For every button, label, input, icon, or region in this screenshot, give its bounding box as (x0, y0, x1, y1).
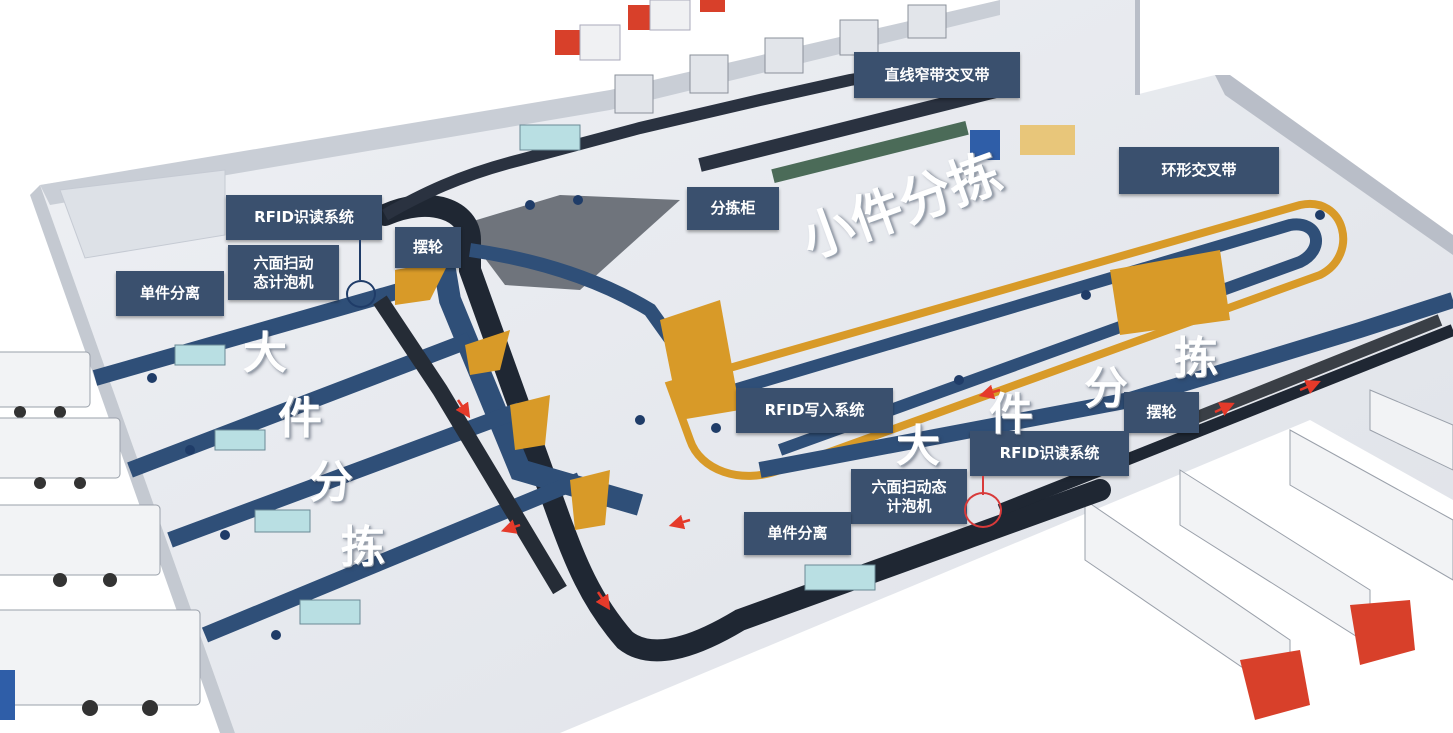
sorting-area-floor (460, 195, 680, 290)
belt-direction-arrows (455, 380, 1321, 611)
truck-left-4 (0, 609, 201, 720)
truck-right-1 (1084, 499, 1310, 720)
right-wall (1135, 0, 1140, 95)
office-room (59, 169, 226, 259)
truck-right-2 (1179, 469, 1415, 665)
left-dock-edge (30, 185, 235, 733)
trucks-right (1084, 389, 1453, 720)
truck-left-2 (0, 417, 121, 489)
truck-left-3 (0, 504, 161, 587)
rfid-marker-left (346, 280, 376, 308)
linear-crossbelt (698, 83, 1002, 172)
top-incoming-conveyor (382, 54, 981, 221)
right-wall-2 (1215, 75, 1453, 255)
loop-crossbelt (664, 199, 1348, 480)
scanning-station-right (804, 564, 876, 591)
rfid-marker-right (964, 492, 1002, 528)
big-text-large-left-3: 分 (309, 457, 353, 508)
dark-secondary-belt (373, 295, 567, 595)
workers (147, 195, 1325, 640)
truck-right-4 (1369, 389, 1453, 471)
label-swing-wheel-left: 摆轮 (395, 227, 461, 268)
label-six-side-scan-left: 六面扫动 态计泡机 (228, 245, 339, 300)
label-single-separation-left: 单件分离 (116, 271, 224, 316)
label-rfid-write: RFID写入系统 (736, 388, 893, 433)
trucks-left (0, 351, 201, 720)
truck-right-3 (1289, 429, 1453, 581)
trucks-top (555, 0, 725, 61)
big-text-large-right-1: 大 (896, 421, 940, 472)
label-single-separation-right: 单件分离 (744, 512, 851, 555)
label-sorting-cabinet: 分拣柜 (687, 187, 779, 230)
big-text-large-left-1: 大 (243, 328, 287, 379)
label-loop-crossbelt: 环形交叉带 (1119, 147, 1279, 194)
big-text-large-right-3: 分 (1084, 363, 1128, 414)
linear-crossbelt-bins (771, 121, 969, 183)
truck-left-1 (0, 351, 91, 418)
back-wall (40, 0, 1000, 205)
label-rfid-read-right: RFID识读系统 (970, 431, 1129, 476)
loop-crossbelt-inner (698, 218, 1322, 456)
right-outbound-dark-belt (997, 324, 1453, 516)
big-text-large-left-2: 件 (278, 393, 322, 444)
dock-doors-top (614, 4, 947, 114)
main-dark-belt (374, 194, 1111, 662)
orange-structures (395, 250, 1230, 530)
scanning-stations-left (174, 124, 581, 625)
label-rfid-read-left: RFID识读系统 (226, 195, 382, 240)
blue-to-small-sorting (469, 243, 706, 385)
big-text-large-right-4: 拣 (1174, 333, 1218, 384)
label-six-side-scan-right: 六面扫动态 计泡机 (851, 469, 967, 524)
right-large-sorting-conveyor (758, 292, 1453, 478)
forklift-area (970, 125, 1075, 160)
label-linear-crossbelt: 直线窄带交叉带 (854, 52, 1020, 98)
label-swing-wheel-right: 摆轮 (1124, 392, 1199, 433)
big-text-large-right-2: 件 (989, 389, 1033, 440)
big-text-large-left-4: 拣 (341, 522, 385, 573)
